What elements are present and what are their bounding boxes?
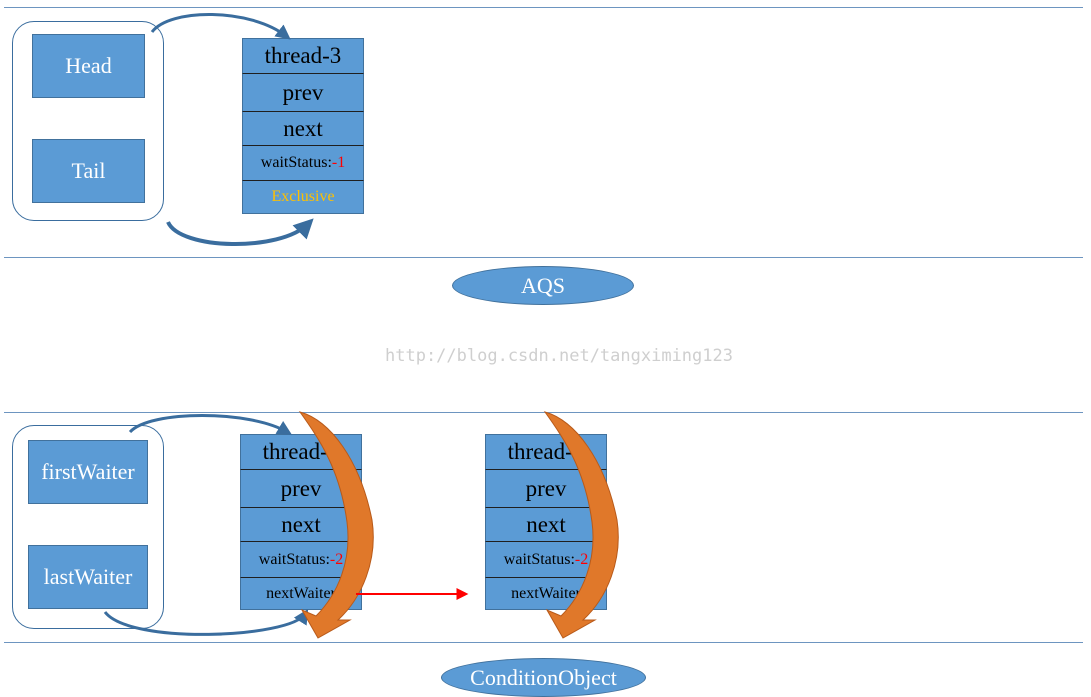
first-waiter-label: firstWaiter bbox=[41, 459, 135, 484]
node-thread-label: thread-3 bbox=[264, 43, 342, 68]
node-prev-cell: prev bbox=[242, 74, 364, 112]
aqs-tail-label: Tail bbox=[71, 158, 106, 183]
first-waiter-pointer-arrow bbox=[128, 414, 293, 436]
node-mode-cell: Exclusive bbox=[242, 181, 364, 214]
node-next-label: next bbox=[283, 115, 323, 141]
last-waiter-label: lastWaiter bbox=[43, 564, 133, 589]
aqs-tail-box: Tail bbox=[32, 139, 145, 203]
node-next-cell: next bbox=[242, 112, 364, 146]
node-wait-status-value: -2 bbox=[329, 550, 344, 568]
node-next-waiter-label: nextWaiter bbox=[511, 584, 581, 602]
node-wait-status-value: -2 bbox=[574, 550, 589, 568]
aqs-label-pill: AQS bbox=[452, 266, 634, 305]
node-next-waiter-label: nextWaiter bbox=[266, 584, 336, 602]
node-wait-status-label: waitStatus: bbox=[260, 154, 332, 171]
aqs-head-box: Head bbox=[32, 34, 145, 98]
node-wait-status-cell: waitStatus: -2 bbox=[240, 542, 362, 578]
last-waiter-pointer-arrow bbox=[103, 608, 309, 636]
node-next-label: next bbox=[526, 511, 566, 537]
node-wait-status-cell: waitStatus: -2 bbox=[485, 542, 607, 578]
aqs-tail-pointer-arrow bbox=[166, 218, 314, 246]
thread-2-curved-arrow bbox=[543, 411, 619, 639]
aqs-node-thread-3: thread-3 prev next waitStatus: -1 Exclus… bbox=[242, 38, 364, 214]
node-prev-label: prev bbox=[282, 79, 324, 105]
separator-line-top bbox=[4, 7, 1083, 8]
aqs-label: AQS bbox=[520, 272, 565, 298]
aqs-head-label: Head bbox=[65, 53, 112, 78]
node-prev-label: prev bbox=[280, 475, 322, 501]
condition-object-label-pill: ConditionObject bbox=[441, 658, 646, 697]
node-next-cell: next bbox=[485, 508, 607, 542]
aqs-head-pointer-arrow bbox=[150, 13, 291, 40]
node-mode-label: Exclusive bbox=[271, 188, 335, 205]
separator-line-condition-top bbox=[4, 412, 1083, 413]
node-wait-status-label: waitStatus: bbox=[503, 550, 575, 568]
node-prev-cell: prev bbox=[485, 470, 607, 508]
last-waiter-box: lastWaiter bbox=[28, 545, 148, 609]
watermark-text: http://blog.csdn.net/tangximing123 bbox=[385, 346, 733, 366]
condition-waiters-frame bbox=[12, 425, 164, 629]
node-thread-cell: thread-3 bbox=[242, 38, 364, 74]
separator-line-aqs bbox=[4, 257, 1083, 258]
first-waiter-box: firstWaiter bbox=[28, 440, 148, 504]
node-wait-status-label: waitStatus: bbox=[258, 550, 330, 568]
node-wait-status-cell: waitStatus: -1 bbox=[242, 146, 364, 181]
node-prev-label: prev bbox=[525, 475, 567, 501]
separator-line-condition-bottom bbox=[4, 642, 1083, 643]
node-next-label: next bbox=[281, 511, 321, 537]
node-wait-status-value: -1 bbox=[331, 154, 346, 171]
thread-1-curved-arrow bbox=[298, 411, 374, 639]
condition-object-label: ConditionObject bbox=[470, 664, 617, 690]
node-next-cell: next bbox=[240, 508, 362, 542]
aqs-head-tail-frame bbox=[12, 21, 164, 221]
